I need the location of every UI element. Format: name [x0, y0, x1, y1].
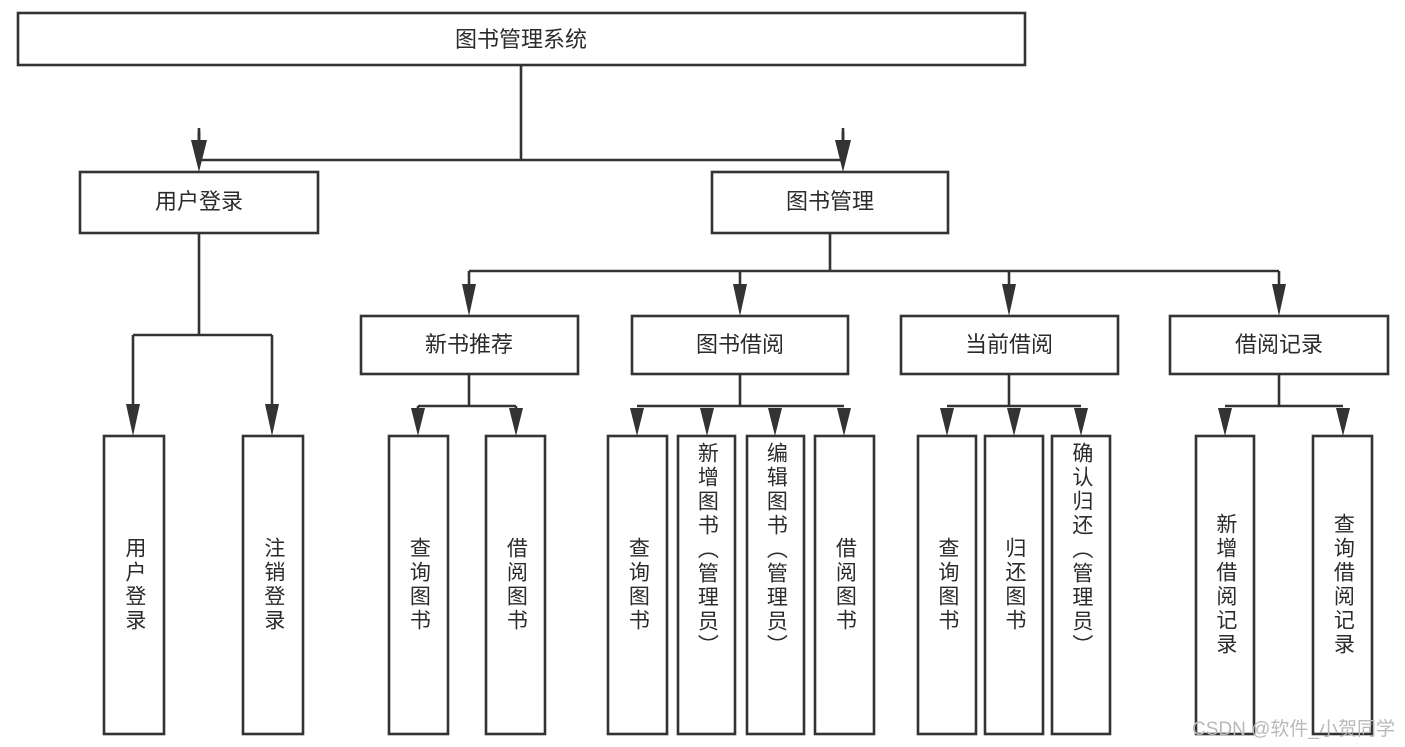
node-box-borrow-record[interactable] — [1168, 314, 1390, 376]
arrowhead-book-borrow — [733, 284, 747, 316]
label-leaf-12: 查询借阅记录 — [1331, 513, 1355, 657]
label-leaf-6: 编辑图书（管理员） — [764, 442, 788, 658]
node-box-leaf-10[interactable] — [1050, 434, 1112, 736]
node-box-leaf-6[interactable] — [745, 434, 806, 736]
arrowhead-borrow-leaf1 — [630, 408, 644, 436]
node-box-leaf-11[interactable] — [1194, 434, 1256, 736]
node-box-leaf-7[interactable] — [813, 434, 876, 736]
node-box-leaf-8[interactable] — [916, 434, 978, 736]
label-leaf-0: 用户登录 — [122, 537, 146, 633]
label-book-borrow: 图书借阅 — [696, 332, 784, 357]
label-leaf-9: 归还图书 — [1002, 537, 1026, 633]
label-leaf-1: 注销登录 — [261, 537, 285, 633]
node-box-root[interactable] — [16, 11, 1027, 67]
node-box-leaf-2[interactable] — [387, 434, 450, 736]
label-new-book-rec: 新书推荐 — [425, 332, 513, 357]
arrowhead-current-leaf1 — [940, 408, 954, 436]
arrowhead-borrow-record — [1272, 284, 1286, 316]
node-box-book-manage[interactable] — [710, 170, 950, 235]
node-box-leaf-0[interactable] — [102, 434, 166, 736]
node-box-leaf-3[interactable] — [484, 434, 547, 736]
arrowhead-current-leaf3 — [1074, 408, 1088, 436]
label-leaf-11: 新增借阅记录 — [1213, 513, 1237, 657]
arrowhead-borrow-leaf2 — [700, 408, 714, 436]
arrowhead-leaf-logout — [265, 404, 279, 436]
node-box-leaf-12[interactable] — [1311, 434, 1374, 736]
label-book-manage: 图书管理 — [786, 189, 874, 214]
arrowhead-current-leaf2 — [1007, 408, 1021, 436]
label-root: 图书管理系统 — [455, 27, 587, 52]
label-leaf-10: 确认归还（管理员） — [1069, 442, 1093, 658]
label-current-borrow: 当前借阅 — [965, 332, 1053, 357]
node-box-new-book-rec[interactable] — [359, 314, 580, 376]
label-leaf-2: 查询图书 — [407, 537, 431, 633]
arrowhead-leaf-user-login — [126, 404, 140, 436]
arrowhead-book-manage — [835, 140, 851, 172]
arrowhead-current-borrow — [1002, 284, 1016, 316]
label-borrow-record: 借阅记录 — [1235, 332, 1323, 357]
node-box-current-borrow[interactable] — [899, 314, 1120, 376]
arrowhead-record-leaf2 — [1336, 408, 1350, 436]
label-user-login: 用户登录 — [155, 189, 243, 214]
node-box-book-borrow[interactable] — [630, 314, 850, 376]
arrowhead-new-book-rec — [462, 284, 476, 316]
arrowhead-rec-leaf1 — [411, 408, 425, 436]
arrowhead-borrow-leaf4 — [837, 408, 851, 436]
arrowhead-rec-leaf2 — [509, 408, 523, 436]
label-leaf-5: 新增图书（管理员） — [695, 442, 719, 658]
arrowhead-record-leaf1 — [1218, 408, 1232, 436]
label-leaf-7: 借阅图书 — [833, 537, 857, 633]
csdn-watermark: CSDN @软件_小贺同学 — [1192, 719, 1395, 740]
arrowhead-user-login — [191, 140, 207, 172]
node-box-leaf-9[interactable] — [983, 434, 1045, 736]
node-box-leaf-5[interactable] — [676, 434, 737, 736]
node-box-leaf-1[interactable] — [241, 434, 305, 736]
node-box-user-login[interactable] — [78, 170, 320, 235]
node-box-leaf-4[interactable] — [606, 434, 669, 736]
arrowhead-borrow-leaf3 — [768, 408, 782, 436]
label-leaf-4: 查询图书 — [626, 537, 650, 633]
label-leaf-3: 借阅图书 — [504, 537, 528, 633]
label-leaf-8: 查询图书 — [935, 537, 959, 633]
